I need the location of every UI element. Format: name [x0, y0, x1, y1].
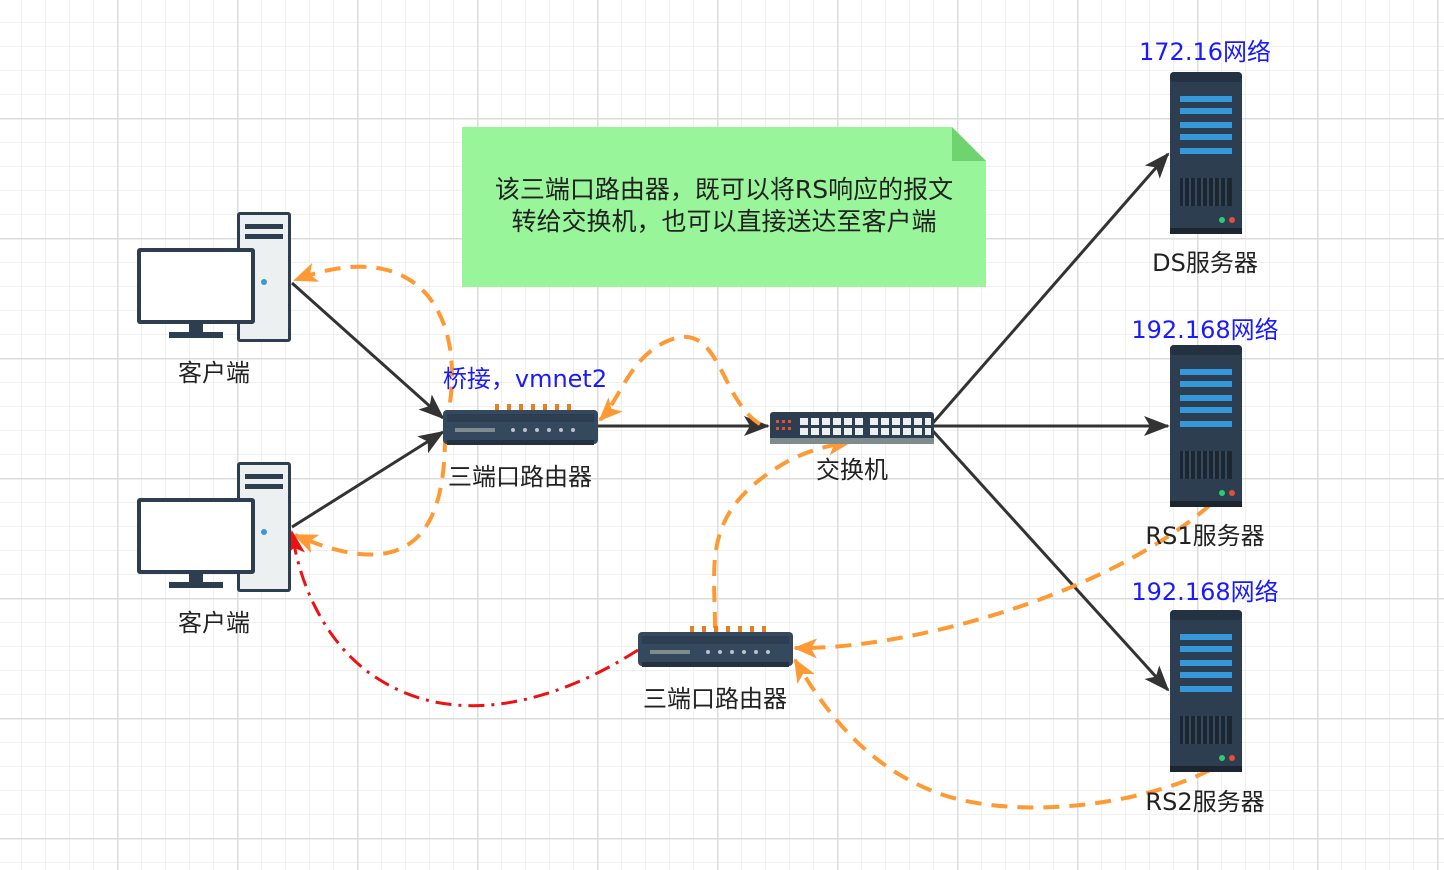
- rs1-network-label: 192.168网络: [1131, 316, 1279, 344]
- client-top-label: 客户端: [178, 359, 250, 387]
- response-paths: [293, 262, 1212, 810]
- desktop-computer-icon: [137, 462, 291, 592]
- server-rack-icon: [1170, 345, 1242, 507]
- solid-links: [291, 152, 1170, 692]
- router-icon: [638, 626, 793, 667]
- path-lower-router-to-client-bottom: [285, 530, 639, 708]
- path-lower-router-to-switch: [712, 435, 852, 629]
- link-switch-to-ds: [930, 152, 1170, 425]
- switch-label: 交换机: [816, 456, 888, 484]
- rs2-network-label: 192.168网络: [1131, 578, 1279, 606]
- annotation-note: [462, 127, 986, 287]
- note-line-2: 转给交换机，也可以直接送达至客户端: [511, 207, 937, 236]
- link-switch-to-rs2: [930, 428, 1170, 692]
- router-bottom-label: 三端口路由器: [643, 685, 787, 713]
- rs2-server-label: RS2服务器: [1145, 788, 1265, 816]
- path-switch-to-router: [598, 335, 762, 426]
- router-top-label: 三端口路由器: [448, 463, 592, 491]
- path-rs1-to-lower-router: [793, 503, 1212, 659]
- link-client-top-to-router: [291, 281, 445, 420]
- link-client-bottom-to-router: [291, 430, 445, 529]
- ds-server-label: DS服务器: [1152, 249, 1258, 277]
- annotation-note-text: 该三端口路由器，既可以将RS响应的报文 转给交换机，也可以直接送达至客户端: [462, 174, 986, 238]
- router-top-bridge-label: 桥接，vmnet2: [442, 365, 608, 393]
- server-rack-icon: [1170, 72, 1242, 234]
- router-icon: [443, 404, 598, 445]
- client-bottom-label: 客户端: [178, 609, 250, 637]
- rs1-server-label: RS1服务器: [1145, 522, 1265, 550]
- path-router-to-client-bottom: [293, 435, 447, 557]
- network-switch-icon: [770, 412, 934, 444]
- note-line-1: 该三端口路由器，既可以将RS响应的报文: [494, 175, 954, 204]
- desktop-computer-icon: [137, 212, 291, 342]
- ds-network-label: 172.16网络: [1139, 38, 1271, 66]
- server-rack-icon: [1170, 610, 1242, 772]
- path-rs2-to-lower-router: [793, 658, 1211, 810]
- path-router-to-client-top: [293, 262, 454, 429]
